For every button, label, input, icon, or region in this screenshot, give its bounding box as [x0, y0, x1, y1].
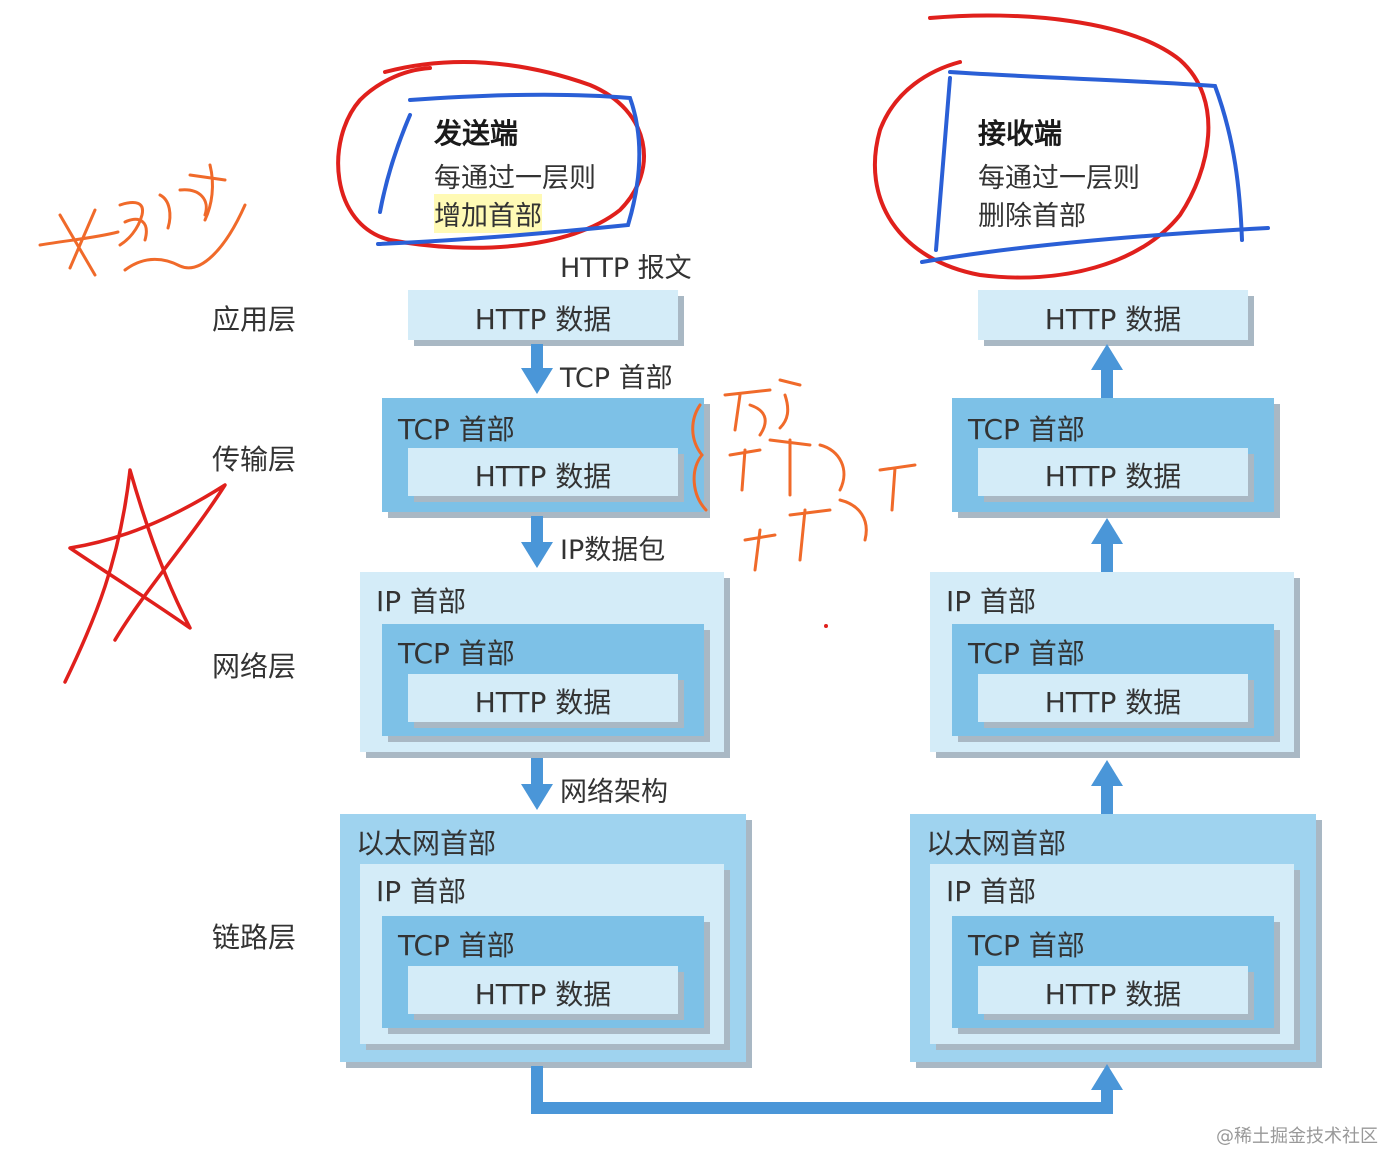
- receiver-link-eth-label: 以太网首部: [926, 827, 1067, 860]
- receiver-network-tcp-box: TCP 首部 HTTP 数据: [952, 624, 1274, 736]
- receiver-network-ip-label: IP 首部: [946, 585, 1037, 618]
- sender-transport-http-text: HTTP 数据: [474, 460, 612, 493]
- receiver-line2: 删除首部: [978, 201, 1086, 232]
- receiver-link-ip-box: IP 首部 TCP 首部 HTTP 数据: [930, 864, 1294, 1044]
- sender-network-tcp-box: TCP 首部 HTTP 数据: [382, 624, 704, 736]
- sender-transport-tcp-label: TCP 首部: [398, 413, 515, 446]
- sender-network-ip-label: IP 首部: [376, 585, 467, 618]
- sender-link-eth-label: 以太网首部: [356, 827, 497, 860]
- sender-line1: 每通过一层则: [434, 163, 596, 194]
- watermark-text: @稀土掘金技术社区: [1216, 1126, 1378, 1147]
- sender-network-tcp-label: TCP 首部: [398, 637, 515, 670]
- layer-label-network: 网络层: [212, 650, 297, 683]
- sender-app-http-box: HTTP 数据: [408, 290, 678, 340]
- sender-down-arrow-3: [521, 758, 553, 810]
- receiver-network-tcp-label: TCP 首部: [968, 637, 1085, 670]
- sender-app-http-text: HTTP 数据: [474, 303, 612, 336]
- receiver-network-ip-box: IP 首部 TCP 首部 HTTP 数据: [930, 572, 1294, 752]
- sender-link-eth-box: 以太网首部 IP 首部 TCP 首部 HTTP 数据: [340, 814, 746, 1062]
- flow-label-ip-packet: IP数据包: [560, 535, 666, 566]
- receiver-app-http-box: HTTP 数据: [978, 290, 1248, 340]
- sender-network-http-text: HTTP 数据: [474, 686, 612, 719]
- flow-label-network-arch: 网络架构: [560, 777, 668, 808]
- sender-transport-tcp-box: TCP 首部 HTTP 数据: [382, 398, 704, 512]
- sender-link-http-text: HTTP 数据: [474, 978, 612, 1011]
- red-dot-mark: [824, 624, 828, 628]
- sender-link-tcp-box: TCP 首部 HTTP 数据: [382, 916, 704, 1028]
- sender-down-arrow-1: [521, 344, 553, 394]
- bottom-connector-arrow: [531, 1064, 1123, 1114]
- receiver-line1: 每通过一层则: [978, 163, 1140, 194]
- sender-link-tcp-label: TCP 首部: [398, 929, 515, 962]
- sender-line2: 增加首部: [434, 194, 542, 233]
- sender-network-http-box: HTTP 数据: [408, 674, 678, 722]
- receiver-transport-http-box: HTTP 数据: [978, 448, 1248, 496]
- receiver-link-ip-label: IP 首部: [946, 875, 1037, 908]
- sender-network-ip-box: IP 首部 TCP 首部 HTTP 数据: [360, 572, 724, 752]
- flow-label-http-message: HTTP 报文: [560, 253, 692, 284]
- red-star-drawing: [63, 468, 227, 684]
- sender-down-arrow-2: [521, 516, 553, 568]
- layer-label-link: 链路层: [212, 921, 297, 954]
- receiver-network-http-text: HTTP 数据: [1044, 686, 1182, 719]
- sender-link-ip-label: IP 首部: [376, 875, 467, 908]
- receiver-transport-http-text: HTTP 数据: [1044, 460, 1182, 493]
- receiver-link-tcp-box: TCP 首部 HTTP 数据: [952, 916, 1274, 1028]
- receiver-title: 接收端: [978, 117, 1063, 150]
- flow-label-tcp-header: TCP 首部: [560, 363, 673, 394]
- sender-title: 发送端: [434, 117, 519, 150]
- receiver-transport-tcp-box: TCP 首部 HTTP 数据: [952, 398, 1274, 512]
- sender-link-http-box: HTTP 数据: [408, 966, 678, 1014]
- orange-handwriting-transport: [691, 378, 917, 572]
- receiver-up-arrow-2: [1091, 518, 1123, 572]
- layer-label-application: 应用层: [212, 303, 297, 336]
- receiver-link-tcp-label: TCP 首部: [968, 929, 1085, 962]
- orange-annotation-scribble: [38, 163, 247, 277]
- sender-transport-http-box: HTTP 数据: [408, 448, 678, 496]
- sender-link-ip-box: IP 首部 TCP 首部 HTTP 数据: [360, 864, 724, 1044]
- receiver-network-http-box: HTTP 数据: [978, 674, 1248, 722]
- receiver-transport-tcp-label: TCP 首部: [968, 413, 1085, 446]
- receiver-up-arrow-1: [1091, 344, 1123, 398]
- receiver-app-http-text: HTTP 数据: [1044, 303, 1182, 336]
- receiver-link-http-box: HTTP 数据: [978, 966, 1248, 1014]
- receiver-link-eth-box: 以太网首部 IP 首部 TCP 首部 HTTP 数据: [910, 814, 1316, 1062]
- receiver-up-arrow-3: [1091, 760, 1123, 814]
- layer-label-transport: 传输层: [212, 443, 297, 476]
- receiver-link-http-text: HTTP 数据: [1044, 978, 1182, 1011]
